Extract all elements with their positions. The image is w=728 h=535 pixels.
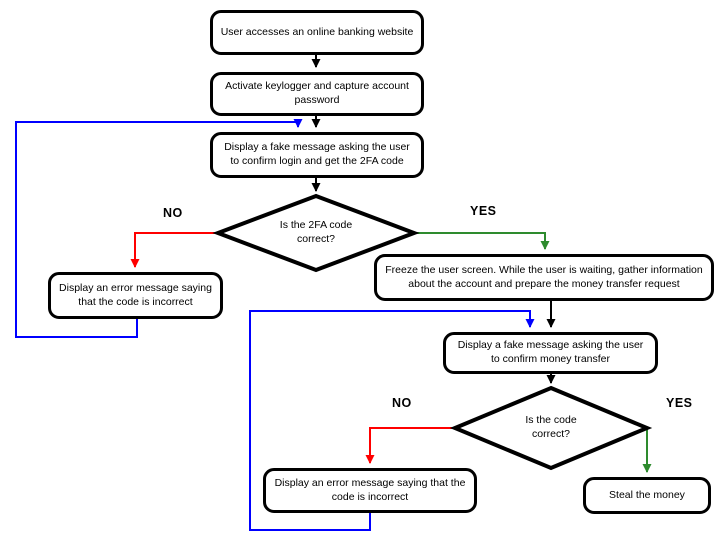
node-steal: Steal the money: [583, 477, 711, 514]
branch-label-no-2fa: NO: [163, 206, 183, 220]
node-error-2fa-label: Display an error message saying that the…: [59, 281, 212, 308]
node-error-code: Display an error message saying that the…: [263, 468, 477, 513]
node-fake-login-label: Display a fake message asking the user t…: [224, 141, 410, 167]
edge-loop-error-2fa-to-fake-login: [15, 119, 303, 338]
edge-no-decision-code-to-error: [365, 427, 455, 464]
decision-2fa-diamond: [212, 193, 420, 273]
branch-label-yes-2fa: YES: [470, 204, 497, 218]
decision-code-text: Is the code correct?: [525, 414, 577, 440]
node-freeze: Freeze the user screen. While the user i…: [374, 254, 714, 301]
decision-code-label: Is the code correct?: [511, 405, 591, 451]
node-access-label: User accesses an online banking website: [220, 25, 414, 38]
node-keylogger-label: Activate keylogger and capture account p…: [225, 80, 409, 106]
decision-2fa-text: Is the 2FA code correct?: [279, 219, 353, 245]
node-steal-label: Steal the money: [609, 488, 685, 501]
node-access: User accesses an online banking website: [210, 10, 424, 55]
decision-2fa-label: Is the 2FA code correct?: [266, 210, 366, 256]
edge-no-decision-2fa-to-error: [130, 232, 218, 268]
node-freeze-label: Freeze the user screen. While the user i…: [385, 263, 703, 290]
branch-label-yes-code: YES: [666, 396, 693, 410]
node-fake-transfer-label: Display a fake message asking the user t…: [457, 339, 644, 365]
edge-yes-decision-2fa-to-freeze: [414, 232, 550, 250]
node-error-2fa: Display an error message saying that the…: [48, 272, 223, 319]
node-keylogger: Activate keylogger and capture account p…: [210, 72, 424, 116]
node-error-code-label: Display an error message saying that the…: [274, 476, 466, 503]
node-fake-transfer: Display a fake message asking the user t…: [443, 332, 658, 374]
branch-label-no-code: NO: [392, 396, 412, 410]
edge-loop-error-code-to-fake-transfer: [249, 310, 535, 531]
decision-code-diamond: [449, 385, 653, 471]
node-fake-login: Display a fake message asking the user t…: [210, 132, 424, 178]
